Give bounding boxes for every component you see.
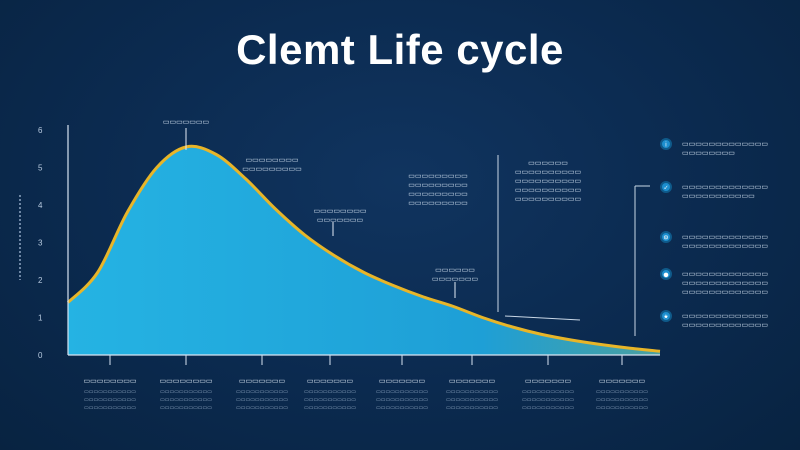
side-panel-text: ▭▭▭▭▭▭▭▭▭▭▭▭▭	[682, 280, 768, 287]
star-icon	[660, 310, 672, 322]
side-panel-text: ▭▭▭▭▭▭▭▭▭▭▭▭▭	[682, 243, 768, 250]
user-icon	[660, 268, 672, 280]
stage-description: ▭▭▭▭▭▭▭▭▭▭▭	[446, 389, 498, 395]
stage-description: ▭▭▭▭▭▭▭▭▭▭▭	[84, 397, 136, 403]
baseline-marker	[504, 315, 581, 321]
annotation-text-a3: ▭▭▭▭▭▭▭▭▭	[408, 191, 468, 198]
stage-label: ▭▭▭▭▭▭▭	[307, 378, 353, 385]
stage-description: ▭▭▭▭▭▭▭▭▭▭▭	[522, 397, 574, 403]
annotation-text-a2: ▭▭▭▭▭▭▭▭	[314, 208, 367, 215]
stage-description: ▭▭▭▭▭▭▭▭▭▭▭	[160, 397, 212, 403]
stage-label: ▭▭▭▭▭▭▭▭	[160, 378, 213, 385]
annotation-text-a1: ▭▭▭▭▭▭▭▭▭	[242, 166, 302, 173]
annotation-text-a3: ▭▭▭▭▭▭▭▭▭	[408, 200, 468, 207]
stage-description: ▭▭▭▭▭▭▭▭▭▭▭	[376, 389, 428, 395]
stage-description: ▭▭▭▭▭▭▭▭▭▭▭	[160, 389, 212, 395]
annotation-text-a2: ▭▭▭▭▭▭▭	[317, 217, 363, 224]
user-icon-glyph: ●	[663, 272, 668, 279]
stage-description: ▭▭▭▭▭▭▭▭▭▭▭	[304, 405, 356, 411]
stage-description: ▭▭▭▭▭▭▭▭▭▭▭	[84, 405, 136, 411]
stage-description: ▭▭▭▭▭▭▭▭▭▭▭	[236, 405, 288, 411]
side-panel-text: ▭▭▭▭▭▭▭▭▭▭▭▭▭	[682, 184, 768, 191]
y-tick-label: 2	[38, 276, 43, 285]
stage-description: ▭▭▭▭▭▭▭▭▭▭▭	[236, 389, 288, 395]
stage-description: ▭▭▭▭▭▭▭▭▭▭▭	[376, 405, 428, 411]
stage-description: ▭▭▭▭▭▭▭▭▭▭▭	[376, 397, 428, 403]
side-panel-item: ⚙ ▭▭▭▭▭▭▭▭▭▭▭▭▭ ▭▭▭▭▭▭▭▭▭▭▭▭▭	[660, 231, 768, 250]
side-panel-text: ▭▭▭▭▭▭▭▭▭▭▭	[682, 193, 755, 200]
annotation-text-a4: ▭▭▭▭▭▭▭	[432, 276, 478, 283]
series-line	[66, 144, 661, 353]
annotation-text-a5: ▭▭▭▭▭▭▭▭▭▭	[515, 196, 581, 203]
stage-description: ▭▭▭▭▭▭▭▭▭▭▭	[304, 397, 356, 403]
annotation-text-a5: ▭▭▭▭▭▭▭▭▭▭	[515, 178, 581, 185]
annotation-text-a4: ▭▭▭▭▭▭	[435, 267, 475, 274]
series-area	[68, 146, 660, 355]
chart-title: Clemt Life cycle	[236, 26, 564, 73]
stage-label: ▭▭▭▭▭▭▭	[239, 378, 285, 385]
stage-description: ▭▭▭▭▭▭▭▭▭▭▭	[596, 405, 648, 411]
stage-description: ▭▭▭▭▭▭▭▭▭▭▭	[522, 389, 574, 395]
side-panel-text: ▭▭▭▭▭▭▭▭▭▭▭▭▭	[682, 289, 768, 296]
stage-description: ▭▭▭▭▭▭▭▭▭▭▭	[522, 405, 574, 411]
annotation-text-a5: ▭▭▭▭▭▭▭▭▭▭	[515, 169, 581, 176]
stage-description: ▭▭▭▭▭▭▭▭▭▭▭	[596, 397, 648, 403]
y-tick-label: 6	[38, 126, 43, 135]
annotation-text-a1: ▭▭▭▭▭▭▭▭	[246, 157, 299, 164]
info-icon-glyph: i	[665, 142, 667, 149]
side-panel-item: ● ▭▭▭▭▭▭▭▭▭▭▭▭▭ ▭▭▭▭▭▭▭▭▭▭▭▭▭ ▭▭▭▭▭▭▭▭▭▭▭▭▭	[660, 268, 768, 296]
annotation-text-a3: ▭▭▭▭▭▭▭▭▭	[408, 182, 468, 189]
side-panel-text: ▭▭▭▭▭▭▭▭▭▭▭▭▭	[682, 234, 768, 241]
stage-label: ▭▭▭▭▭▭▭	[449, 378, 495, 385]
y-tick-label: 5	[38, 164, 43, 173]
side-panel-text: ▭▭▭▭▭▭▭▭	[682, 150, 735, 157]
info-icon	[660, 138, 672, 150]
stage-description: ▭▭▭▭▭▭▭▭▭▭▭	[446, 397, 498, 403]
side-panel-item: ✓▭▭▭▭▭▭▭▭▭▭▭▭▭▭▭▭▭▭▭▭▭▭▭▭	[660, 181, 768, 200]
annotation-text-a3: ▭▭▭▭▭▭▭▭▭	[408, 173, 468, 180]
stage-description: ▭▭▭▭▭▭▭▭▭▭▭	[84, 389, 136, 395]
annotation-text-peak: ▭▭▭▭▭▭▭	[163, 119, 209, 126]
gear-icon-glyph: ⚙	[663, 235, 668, 242]
side-panel-text: ▭▭▭▭▭▭▭▭▭▭▭▭▭	[682, 271, 768, 278]
side-panel-text: ▭▭▭▭▭▭▭▭▭▭▭▭▭	[682, 322, 768, 329]
y-tick-label: 1	[38, 314, 43, 323]
side-panel-item: ★ ▭▭▭▭▭▭▭▭▭▭▭▭▭ ▭▭▭▭▭▭▭▭▭▭▭▭▭	[660, 310, 768, 329]
stage-description: ▭▭▭▭▭▭▭▭▭▭▭	[596, 389, 648, 395]
stage-label: ▭▭▭▭▭▭▭▭	[84, 378, 137, 385]
annotation-text-a5: ▭▭▭▭▭▭	[528, 160, 568, 167]
stage-description: ▭▭▭▭▭▭▭▭▭▭▭	[160, 405, 212, 411]
stage-description: ▭▭▭▭▭▭▭▭▭▭▭	[236, 397, 288, 403]
check-icon-glyph: ✓	[663, 185, 668, 192]
check-icon	[660, 181, 672, 193]
y-tick-label: 3	[38, 239, 43, 248]
stage-label: ▭▭▭▭▭▭▭	[379, 378, 425, 385]
side-panel-item: i▭▭▭▭▭▭▭▭▭▭▭▭▭▭▭▭▭▭▭▭▭	[660, 138, 768, 157]
y-tick-label: 4	[38, 201, 43, 210]
gear-icon	[660, 231, 672, 243]
star-icon-glyph: ★	[663, 314, 668, 321]
y-tick-label: 0	[38, 351, 43, 360]
stage-label: ▭▭▭▭▭▭▭	[599, 378, 645, 385]
side-panel-text: ▭▭▭▭▭▭▭▭▭▭▭▭▭	[682, 141, 768, 148]
stage-description: ▭▭▭▭▭▭▭▭▭▭▭	[304, 389, 356, 395]
annotation-text-a5: ▭▭▭▭▭▭▭▭▭▭	[515, 187, 581, 194]
side-panel-text: ▭▭▭▭▭▭▭▭▭▭▭▭▭	[682, 313, 768, 320]
stage-label: ▭▭▭▭▭▭▭	[525, 378, 571, 385]
stage-description: ▭▭▭▭▭▭▭▭▭▭▭	[446, 405, 498, 411]
